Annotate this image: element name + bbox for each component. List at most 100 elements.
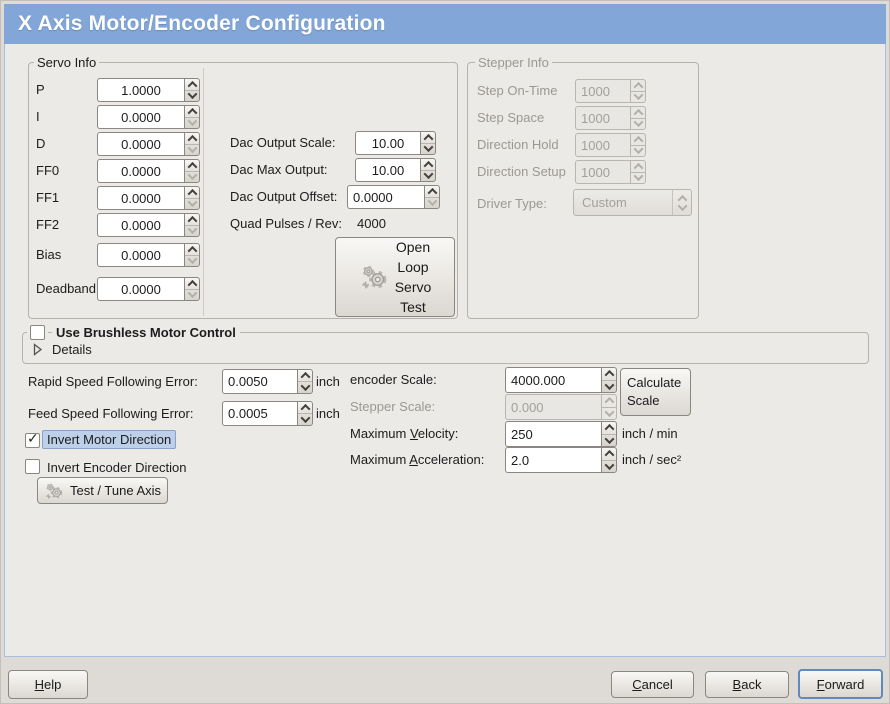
dac-output-scale-input[interactable]: 10.00 <box>355 131 420 155</box>
feed-following-error-input[interactable]: 0.0005 <box>222 401 297 426</box>
feed-spin-buttons[interactable] <box>297 401 313 426</box>
ff1-spinbox[interactable]: 0.0000 <box>97 186 200 210</box>
direction-setup-spinbox: 1000 <box>575 160 646 184</box>
direction-setup-input: 1000 <box>575 160 630 184</box>
use-brushless-checkbox[interactable] <box>30 325 45 340</box>
spin-down-icon <box>185 170 199 183</box>
invert-encoder-checkbox[interactable] <box>25 459 40 474</box>
i-label: I <box>36 109 40 124</box>
ff0-input[interactable]: 0.0000 <box>97 159 184 183</box>
dac-output-scale-spin-buttons[interactable] <box>420 131 436 155</box>
brushless-frame <box>22 332 869 364</box>
deadband-spinbox[interactable]: 0.0000 <box>97 277 200 301</box>
maximum-velocity-spinbox[interactable]: 250 <box>505 421 617 447</box>
feed-unit-label: inch <box>316 406 340 421</box>
d-spinbox[interactable]: 0.0000 <box>97 132 200 156</box>
spin-down-icon <box>185 116 199 129</box>
ff2-input[interactable]: 0.0000 <box>97 213 184 237</box>
details-expander[interactable]: Details <box>32 342 92 357</box>
calculate-scale-button[interactable]: Calculate Scale <box>620 368 691 416</box>
spin-down-icon <box>185 89 199 102</box>
deadband-spin-buttons[interactable] <box>184 277 200 301</box>
encoder-scale-input[interactable]: 4000.000 <box>505 367 601 393</box>
dac-max-output-spinbox[interactable]: 10.00 <box>355 158 436 182</box>
i-spin-buttons[interactable] <box>184 105 200 129</box>
deadband-input[interactable]: 0.0000 <box>97 277 184 301</box>
direction-setup-spin-buttons <box>630 160 646 184</box>
p-input[interactable]: 1.0000 <box>97 78 184 102</box>
dac-output-offset-spin-buttons[interactable] <box>424 185 440 209</box>
stepper-scale-label: Stepper Scale: <box>350 399 436 414</box>
invert-motor-label[interactable]: Invert Motor Direction <box>42 430 177 449</box>
direction-setup-label: Direction Setup <box>477 164 566 179</box>
invert-motor-checkbox[interactable] <box>25 431 40 448</box>
spin-up-icon <box>298 370 312 382</box>
ff2-spinbox[interactable]: 0.0000 <box>97 213 200 237</box>
ff2-spin-buttons[interactable] <box>184 213 200 237</box>
spin-down-icon <box>602 406 616 420</box>
ff1-label: FF1 <box>36 190 60 205</box>
gears-icon <box>44 481 64 501</box>
ff1-input[interactable]: 0.0000 <box>97 186 184 210</box>
p-spinbox[interactable]: 1.0000 <box>97 78 200 102</box>
ff1-spin-buttons[interactable] <box>184 186 200 210</box>
encoder-scale-spinbox[interactable]: 4000.000 <box>505 367 617 393</box>
dac-output-scale-spinbox[interactable]: 10.00 <box>355 131 436 155</box>
rapid-following-error-input[interactable]: 0.0050 <box>222 369 297 394</box>
spin-down-icon <box>631 171 645 184</box>
title-banner: X Axis Motor/Encoder Configuration <box>4 4 886 44</box>
direction-hold-spin-buttons <box>630 133 646 157</box>
gears-icon <box>359 262 389 292</box>
use-brushless-label[interactable]: Use Brushless Motor Control <box>52 325 240 340</box>
test-tune-axis-button[interactable]: Test / Tune Axis <box>37 477 168 504</box>
rapid-following-error-spinbox[interactable]: 0.0050 <box>222 369 313 394</box>
acceleration-unit-label: inch / sec² <box>622 452 682 467</box>
i-input[interactable]: 0.0000 <box>97 105 184 129</box>
rapid-spin-buttons[interactable] <box>297 369 313 394</box>
encoder-scale-spin-buttons[interactable] <box>601 367 617 393</box>
dac-output-offset-spinbox[interactable]: 0.0000 <box>347 185 440 209</box>
bias-input[interactable]: 0.0000 <box>97 243 184 267</box>
spin-up-icon <box>185 79 199 91</box>
ff0-spinbox[interactable]: 0.0000 <box>97 159 200 183</box>
maximum-acceleration-spin-buttons[interactable] <box>601 447 617 473</box>
open-loop-servo-test-button[interactable]: Open Loop Servo Test <box>335 237 455 317</box>
invert-encoder-label[interactable]: Invert Encoder Direction <box>47 460 187 475</box>
bias-spin-buttons[interactable] <box>184 243 200 267</box>
servo-frame-divider <box>203 68 204 316</box>
spin-down-icon <box>185 254 199 267</box>
dac-output-offset-input[interactable]: 0.0000 <box>347 185 424 209</box>
expander-arrow-icon <box>33 343 43 356</box>
deadband-label: Deadband <box>36 281 96 296</box>
stepper-scale-input: 0.000 <box>505 394 601 420</box>
spin-up-icon <box>298 402 312 414</box>
maximum-acceleration-input[interactable]: 2.0 <box>505 447 601 473</box>
step-on-time-input: 1000 <box>575 79 630 103</box>
servo-info-frame <box>28 62 458 319</box>
ff0-spin-buttons[interactable] <box>184 159 200 183</box>
spin-up-icon <box>631 134 645 146</box>
step-space-spin-buttons <box>630 106 646 130</box>
i-spinbox[interactable]: 0.0000 <box>97 105 200 129</box>
dac-max-output-spin-buttons[interactable] <box>420 158 436 182</box>
driver-type-combobox: Custom <box>573 189 692 216</box>
test-tune-axis-label: Test / Tune Axis <box>69 483 162 498</box>
dac-max-output-input[interactable]: 10.00 <box>355 158 420 182</box>
p-spin-buttons[interactable] <box>184 78 200 102</box>
maximum-velocity-spin-buttons[interactable] <box>601 421 617 447</box>
quad-pulses-value: 4000 <box>357 216 386 231</box>
dac-output-offset-label: Dac Output Offset: <box>230 189 338 204</box>
maximum-acceleration-spinbox[interactable]: 2.0 <box>505 447 617 473</box>
feed-following-error-spinbox[interactable]: 0.0005 <box>222 401 313 426</box>
feed-following-error-label: Feed Speed Following Error: <box>28 406 194 421</box>
spin-down-icon <box>631 90 645 103</box>
bias-spinbox[interactable]: 0.0000 <box>97 243 200 267</box>
d-input[interactable]: 0.0000 <box>97 132 184 156</box>
maximum-velocity-input[interactable]: 250 <box>505 421 601 447</box>
d-spin-buttons[interactable] <box>184 132 200 156</box>
direction-hold-spinbox: 1000 <box>575 133 646 157</box>
